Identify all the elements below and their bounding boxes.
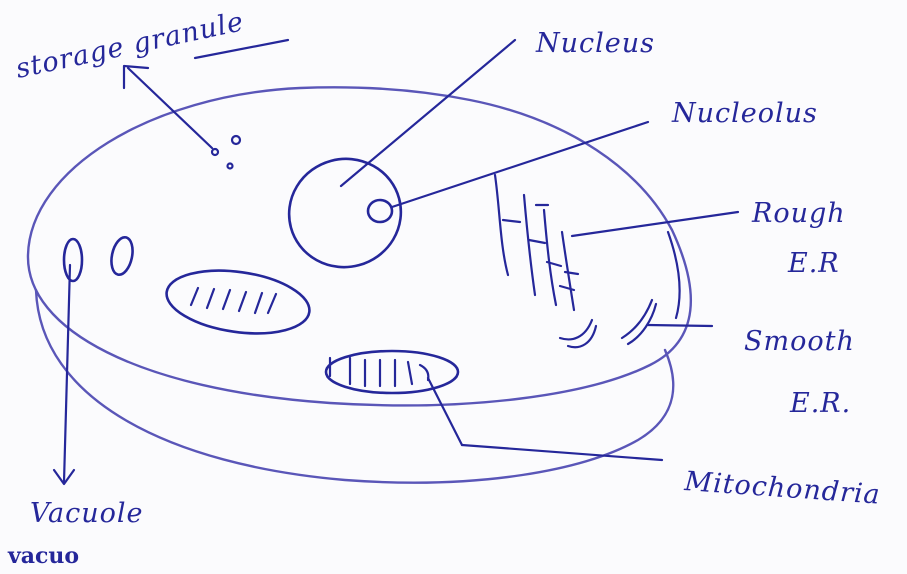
rough-er-label-line2: E.R xyxy=(787,248,840,279)
nucleus-label: Nucleus xyxy=(535,28,655,59)
rough-er-pointer-line xyxy=(572,212,738,236)
rough-er xyxy=(495,175,680,318)
cell-membrane-top xyxy=(28,87,691,405)
smooth-er-pointer-line xyxy=(648,325,712,326)
storage-granule-arrow xyxy=(124,66,212,148)
vacuole-secondary xyxy=(108,235,135,276)
nucleus-pointer-line xyxy=(341,40,515,186)
storage-granules xyxy=(212,136,240,169)
vacuole-scribble: vacuo xyxy=(7,543,79,569)
mitochondria-label: Mitochondria xyxy=(683,466,882,511)
mitochondria-pointer-line xyxy=(428,378,462,445)
nucleolus-pointer-line xyxy=(392,122,648,207)
rough-er-label-line1: Rough xyxy=(751,198,846,229)
storage-granule-label: storage granule xyxy=(13,6,247,85)
vacuole-label: Vacuole xyxy=(30,498,144,529)
nucleolus xyxy=(368,200,392,222)
nucleolus-label: Nucleolus xyxy=(671,98,818,129)
vacuole xyxy=(64,239,82,281)
mitochondrion-large xyxy=(163,262,314,341)
smooth-er-label-line2: E.R. xyxy=(789,388,851,419)
smooth-er-label-line1: Smooth xyxy=(744,326,855,357)
mitochondrion-small xyxy=(326,351,458,393)
mitochondria-pointer-line-2 xyxy=(462,445,662,460)
